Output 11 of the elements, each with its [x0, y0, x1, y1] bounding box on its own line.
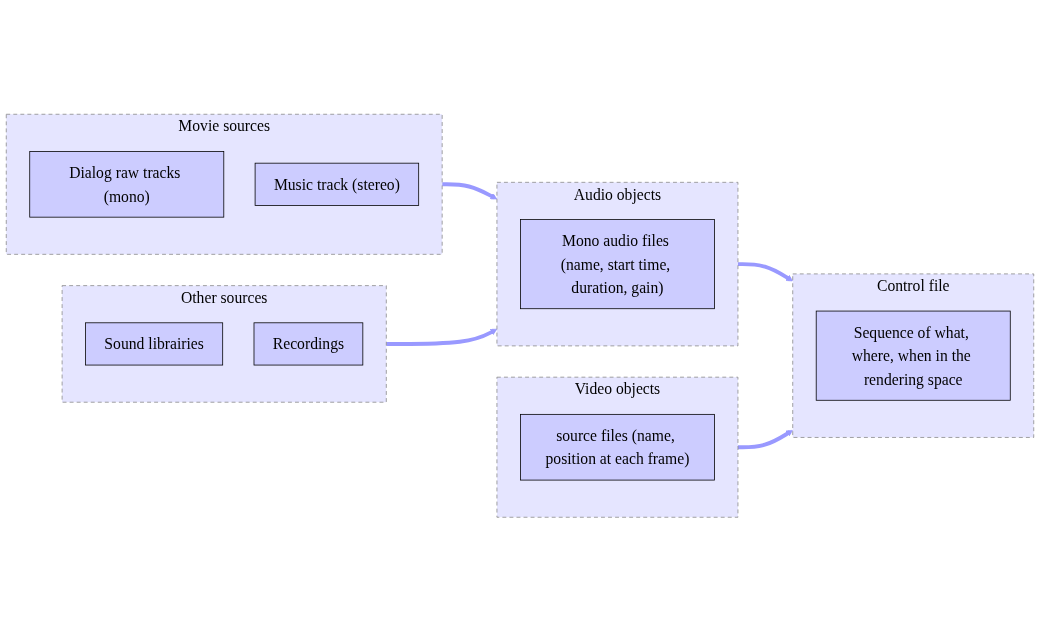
node-box: Sequence of what, where, when in the rendering space	[815, 310, 1011, 401]
node-box: Music track (stereo)	[254, 163, 420, 207]
node-box: Recordings	[253, 322, 364, 366]
node-box: Dialog raw tracks (mono)	[29, 151, 225, 218]
node-box: source files (name, position at each frame)	[520, 414, 715, 481]
node-box: Sound librairies	[85, 322, 224, 366]
arrow	[737, 262, 794, 282]
arrow	[386, 329, 498, 347]
node-box: Mono audio files (name, start time, duration, gain)	[520, 219, 715, 310]
arrow	[737, 430, 794, 450]
arrow	[442, 182, 498, 200]
